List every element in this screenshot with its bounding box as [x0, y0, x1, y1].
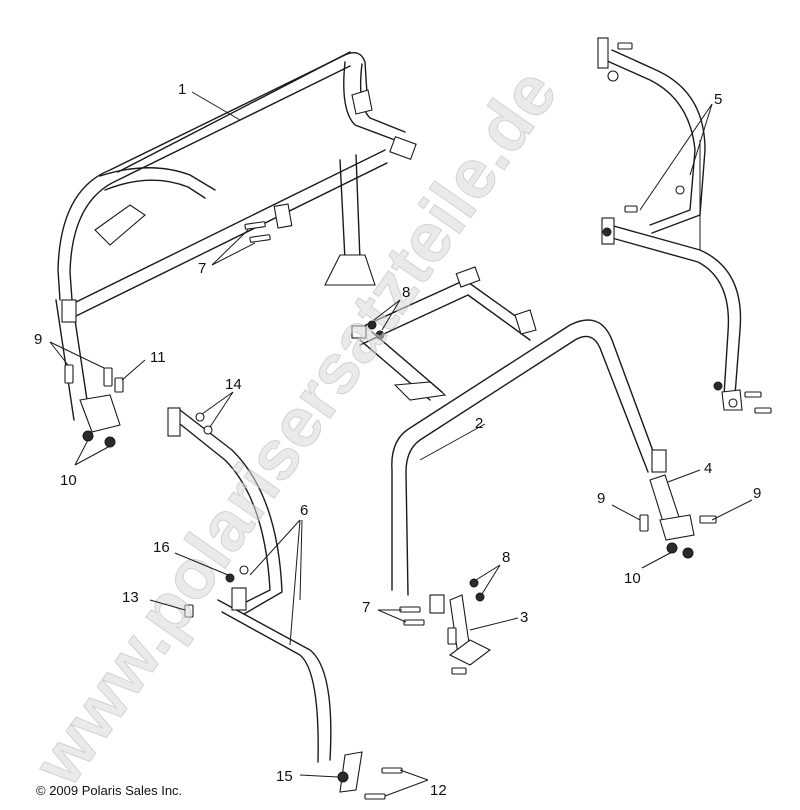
- callout-13: 13: [122, 589, 139, 606]
- callout-9c: 9: [753, 485, 761, 502]
- callout-4: 4: [704, 460, 712, 477]
- callouts: 1 2 3 4 5 6 7 7 8 8 9 9 9 10 10 11 12 13…: [34, 81, 761, 799]
- callout-8b: 8: [502, 549, 510, 566]
- callout-2: 2: [475, 415, 483, 432]
- callout-12: 12: [430, 782, 447, 799]
- fasteners: [64, 42, 772, 800]
- rear-roll-cage: [55, 51, 417, 433]
- callout-7a: 7: [198, 260, 206, 277]
- callout-8a: 8: [402, 284, 410, 301]
- front-roll-cage: [351, 266, 667, 614]
- callout-9b: 9: [597, 490, 605, 507]
- callout-10a: 10: [60, 472, 77, 489]
- callout-15: 15: [276, 768, 293, 785]
- callout-16: 16: [153, 539, 170, 556]
- callout-10b: 10: [624, 570, 641, 587]
- callout-5: 5: [714, 91, 722, 108]
- callout-1: 1: [178, 81, 186, 98]
- callout-7b: 7: [362, 599, 370, 616]
- mount-bracket-3: [448, 594, 492, 666]
- callout-9a: 9: [34, 331, 42, 348]
- callout-3: 3: [520, 609, 528, 626]
- leader-lines: [49, 91, 753, 797]
- callout-11: 11: [150, 349, 166, 366]
- mount-bracket-4: [649, 474, 695, 541]
- callout-14: 14: [225, 376, 242, 393]
- copyright-text: © 2009 Polaris Sales Inc.: [36, 783, 182, 798]
- callout-6: 6: [300, 502, 308, 519]
- side-bar-left: [167, 407, 363, 793]
